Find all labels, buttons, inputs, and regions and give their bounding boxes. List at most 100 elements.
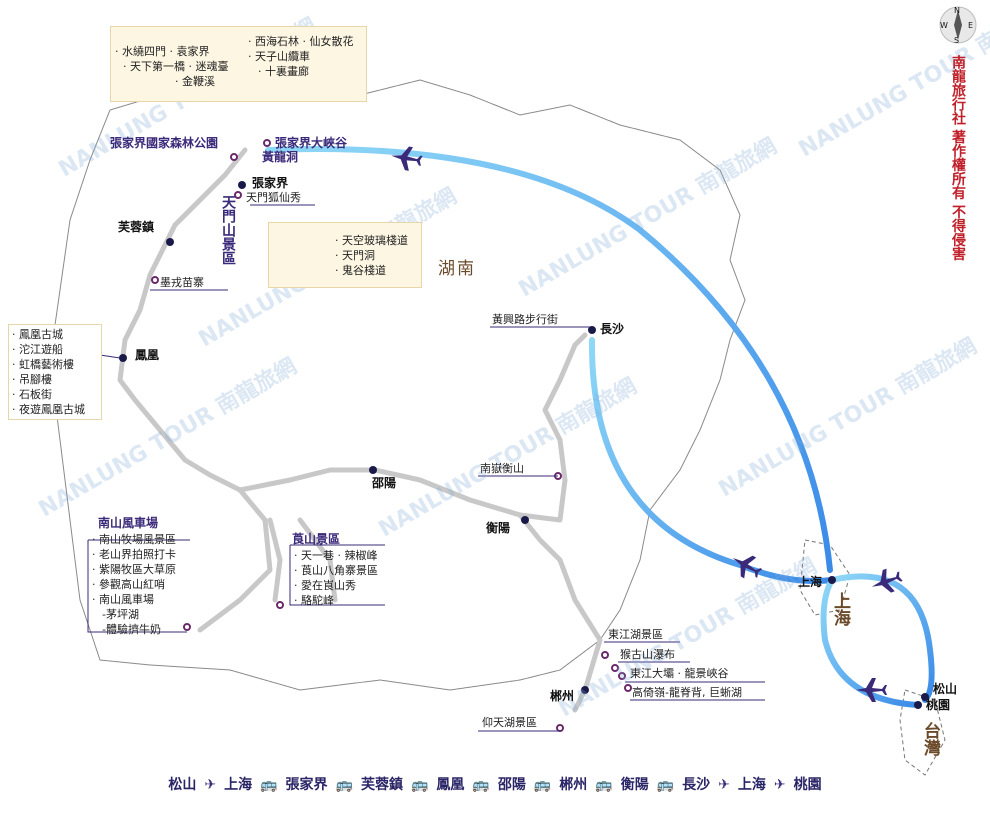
route-stop: 邵陽 bbox=[497, 777, 526, 793]
taiwan-border bbox=[899, 689, 946, 776]
poi-dehang: 墨戎苗寨 bbox=[160, 276, 204, 289]
langshan-title: 莨山景區 bbox=[292, 532, 341, 546]
road-main-west bbox=[117, 147, 273, 633]
plane-icon bbox=[871, 568, 903, 593]
zjj-left-list: · 水繞四門 · 袁家界· 天下第一橋 · 迷魂臺· 金鞭溪 bbox=[115, 45, 229, 88]
compass-e: E bbox=[968, 21, 974, 30]
city-shanghai: 上海 bbox=[798, 575, 823, 589]
road-branch-langshan bbox=[267, 517, 283, 603]
route-stop: 衡陽 bbox=[620, 777, 649, 793]
route-stop: 張家界 bbox=[285, 777, 328, 793]
nanshan-title: 南山風車場 bbox=[98, 516, 159, 530]
poi-dot bbox=[230, 153, 238, 161]
poi-dot bbox=[263, 139, 271, 147]
bus-icon: 🚌 bbox=[260, 777, 278, 793]
bus-icon: 🚌 bbox=[656, 777, 675, 793]
poi-dot bbox=[556, 724, 564, 732]
nanshan-list: · 南山牧場風景區· 老山界拍照打卡· 紫陽牧區大草原 · 參觀高山紅哨· 南山… bbox=[92, 533, 176, 636]
route-stop: 桃園 bbox=[793, 777, 822, 793]
compass-w: W bbox=[940, 21, 948, 30]
flight-arc-shanghai-zhangjiajie bbox=[265, 146, 833, 573]
poi-dongjiang-lake: 東江湖景區 bbox=[608, 628, 663, 641]
compass-n: N bbox=[954, 6, 960, 15]
plane-icon: ✈ bbox=[718, 777, 730, 793]
compass-s: S bbox=[954, 36, 960, 45]
city-dot-taoyuan bbox=[914, 701, 922, 709]
city-zhangjiajie: 張家界 bbox=[252, 176, 289, 190]
bus-icon: 🚌 bbox=[410, 777, 429, 793]
tianmen-box bbox=[268, 222, 422, 288]
route-stop: 長沙 bbox=[682, 777, 711, 793]
route-stop: 上海 bbox=[224, 777, 253, 793]
flight-arc-changsha-shanghai bbox=[588, 337, 835, 584]
langshan-list: · 天一巷 · 辣椒峰· 莨山八角寨景區 · 愛在崀山秀· 駱駝峰 bbox=[294, 549, 378, 607]
fenghuang-box bbox=[8, 324, 102, 420]
plane-icon bbox=[391, 146, 423, 171]
poi-tianmen-fox: 天門狐仙秀 bbox=[246, 191, 301, 204]
poi-huangxing: 黃興路步行街 bbox=[492, 313, 558, 326]
road-branch-2 bbox=[297, 517, 338, 603]
city-dot-changsha bbox=[588, 326, 596, 334]
poi-dot bbox=[234, 191, 242, 199]
city-songshan: 松山 bbox=[933, 682, 958, 696]
city-hengyang: 衡陽 bbox=[486, 521, 511, 535]
bus-icon: 🚌 bbox=[533, 777, 552, 793]
bus-icon: 🚌 bbox=[335, 777, 353, 793]
flight-arc-taoyuan-shanghai bbox=[820, 577, 921, 708]
road-shaoyang bbox=[237, 332, 588, 523]
region-tianmen: 天門山景區 bbox=[220, 195, 236, 265]
plane-icon: ✈ bbox=[204, 777, 217, 793]
city-furong: 芙蓉鎮 bbox=[118, 220, 155, 234]
city-dot-hengyang bbox=[521, 516, 529, 524]
plane-icon bbox=[856, 678, 887, 702]
poi-dot bbox=[183, 623, 191, 631]
fenghuang-list: · 鳳凰古城· 沱江遊船· 虹橋藝術樓 · 吊腳樓· 石板街· 夜遊鳳凰古城 bbox=[12, 328, 85, 416]
poi-dot bbox=[601, 651, 609, 659]
city-dot-chenzhou bbox=[581, 686, 589, 694]
city-changsha: 長沙 bbox=[600, 322, 625, 336]
city-chenzhou: 郴州 bbox=[550, 689, 575, 703]
city-dot-furong bbox=[166, 238, 174, 246]
bus-icon: 🚌 bbox=[472, 777, 490, 793]
city-taoyuan: 桃園 bbox=[926, 698, 951, 712]
poi-gaoyi: 高倚嶺-龍脊背, 巨蜥湖 bbox=[632, 686, 742, 699]
poi-dongjiang-dam: 東江大壩 · 龍景峽谷 bbox=[630, 667, 729, 680]
region-hunan: 湖南 bbox=[438, 259, 476, 279]
plane-icon: ✈ bbox=[773, 777, 786, 793]
region-shanghai: 上海 bbox=[830, 592, 850, 626]
route-stop: 郴州 bbox=[559, 777, 588, 793]
poi-hengshan: 南嶽衡山 bbox=[480, 462, 524, 475]
route-legend: 松山 ✈ 上海 🚌 張家界 🚌 芙蓉鎮 🚌 鳳凰 🚌 邵陽 🚌 郴州 🚌 衡陽 🚌 長沙 ✈ 上海 ✈ 桃園 bbox=[0, 774, 990, 794]
city-dot-shaoyang bbox=[369, 466, 377, 474]
poi-yangtian: 仰天湖景區 bbox=[482, 716, 537, 729]
city-shaoyang: 邵陽 bbox=[372, 476, 397, 490]
zjj-right-list: · 西海石林 · 仙女散花· 天子山纜車· 十裏畫廊 bbox=[248, 35, 354, 78]
plane-icon bbox=[732, 555, 763, 579]
city-dot-fenghuang bbox=[119, 354, 127, 362]
poi-houguzhang: 猴古山瀑布 bbox=[620, 648, 675, 661]
poi-grand-canyon: 張家界大峽谷 bbox=[275, 136, 348, 150]
leader-line bbox=[99, 354, 121, 359]
route-stop: 芙蓉鎮 bbox=[360, 777, 403, 793]
poi-dot bbox=[611, 664, 619, 672]
poi-dot bbox=[151, 276, 159, 284]
tianmen-list: · 天空玻璃棧道· 天門洞· 鬼谷棧道 bbox=[335, 234, 408, 277]
route-stop: 上海 bbox=[737, 777, 766, 793]
poi-dot bbox=[624, 684, 632, 692]
poi-dot bbox=[618, 672, 626, 680]
city-dot-songshan bbox=[921, 693, 929, 701]
zhangjiajie-box bbox=[110, 26, 367, 102]
city-dot-shanghai bbox=[828, 576, 836, 584]
route-stop: 松山 bbox=[168, 777, 197, 793]
route-stop: 鳳凰 bbox=[436, 777, 465, 793]
bus-icon: 🚌 bbox=[595, 777, 613, 793]
city-dot-zhangjiajie bbox=[238, 181, 246, 189]
flight-arc-shanghai-songshan bbox=[829, 573, 935, 703]
copyright-text: 南龍旅行社 著作權所有 不得侵害 bbox=[950, 55, 966, 261]
poi-huanglong: 黃龍洞 bbox=[262, 150, 299, 164]
poi-forest-park: 張家界國家森林公園 bbox=[110, 136, 219, 150]
region-taiwan: 台灣 bbox=[920, 722, 940, 756]
city-fenghuang: 鳳凰 bbox=[135, 348, 160, 362]
leader-line bbox=[87, 539, 190, 633]
leader-line bbox=[289, 544, 385, 606]
